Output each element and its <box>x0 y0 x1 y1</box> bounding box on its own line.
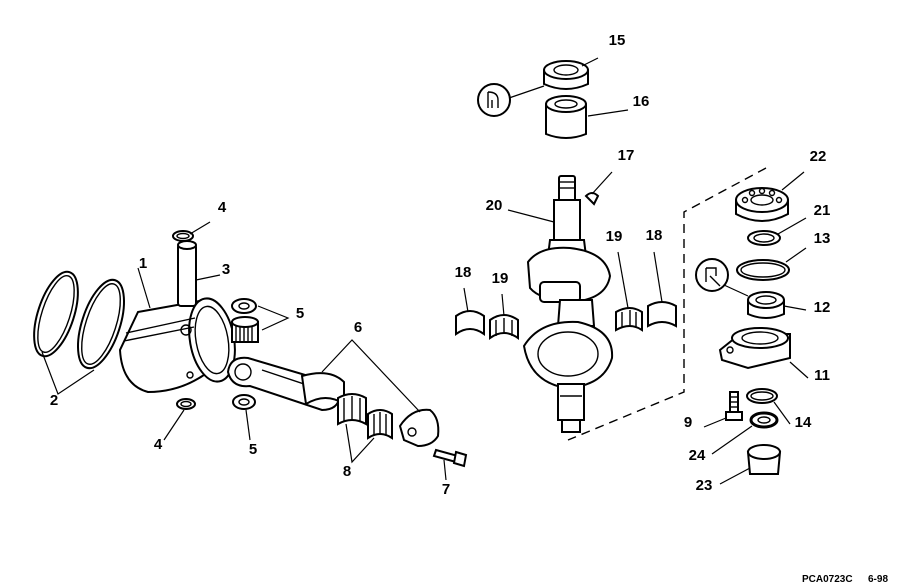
callout-c14: 14 <box>795 414 812 431</box>
rod-bearings <box>337 393 393 440</box>
callout-c18b: 18 <box>646 227 663 244</box>
woodruff-key <box>584 192 600 206</box>
callout-c3: 3 <box>222 261 230 278</box>
piston <box>118 297 236 394</box>
callout-c24: 24 <box>689 447 706 464</box>
bearing-retaining-ring <box>747 230 781 246</box>
callout-c4b: 4 <box>154 436 163 453</box>
figure-code: PCA0723C <box>802 574 853 585</box>
thrust-washer <box>749 411 779 429</box>
callout-c11: 11 <box>814 367 830 384</box>
callout-c18a: 18 <box>455 264 472 281</box>
main-bearings-right <box>615 301 677 332</box>
callout-c19b: 19 <box>606 228 623 245</box>
callout-c12: 12 <box>814 299 831 316</box>
callout-c2: 2 <box>50 392 58 409</box>
callout-c9: 9 <box>684 414 692 431</box>
callout-c7: 7 <box>442 481 450 498</box>
o-ring <box>695 258 790 297</box>
top-seal-and-bearing <box>477 60 589 139</box>
assembly-guide-line <box>567 167 767 441</box>
retaining-rings <box>172 230 196 410</box>
bearing-housing <box>718 327 791 370</box>
crankshaft <box>522 175 614 433</box>
bearing-and-washers <box>231 298 259 410</box>
date-code: 6-98 <box>868 574 888 585</box>
callout-c13: 13 <box>814 230 831 247</box>
callout-c22: 22 <box>810 148 827 165</box>
ball-bearing <box>735 187 789 222</box>
main-bearings-left <box>455 310 519 340</box>
lower-seal <box>747 291 785 319</box>
wrist-pin <box>177 240 197 307</box>
callout-c15: 15 <box>609 32 626 49</box>
callout-c21: 21 <box>814 202 831 219</box>
callout-c5b: 5 <box>249 441 257 458</box>
callout-c5a: 5 <box>296 305 304 322</box>
callout-c1: 1 <box>139 255 147 272</box>
leader-lines <box>41 57 809 485</box>
seal-cap <box>746 444 782 475</box>
housing-o-ring <box>746 388 778 404</box>
piston-rings <box>33 270 125 370</box>
callout-c20: 20 <box>486 197 503 214</box>
connecting-rod <box>226 356 440 448</box>
callout-c16: 16 <box>633 93 650 110</box>
callout-c8: 8 <box>343 463 351 480</box>
callout-c6: 6 <box>354 319 362 336</box>
callout-c17: 17 <box>618 147 635 164</box>
housing-bolt <box>725 391 743 421</box>
callout-c23: 23 <box>696 477 713 494</box>
rod-bolt <box>432 448 468 468</box>
callout-c4a: 4 <box>218 199 227 216</box>
callout-c19a: 19 <box>492 270 509 287</box>
